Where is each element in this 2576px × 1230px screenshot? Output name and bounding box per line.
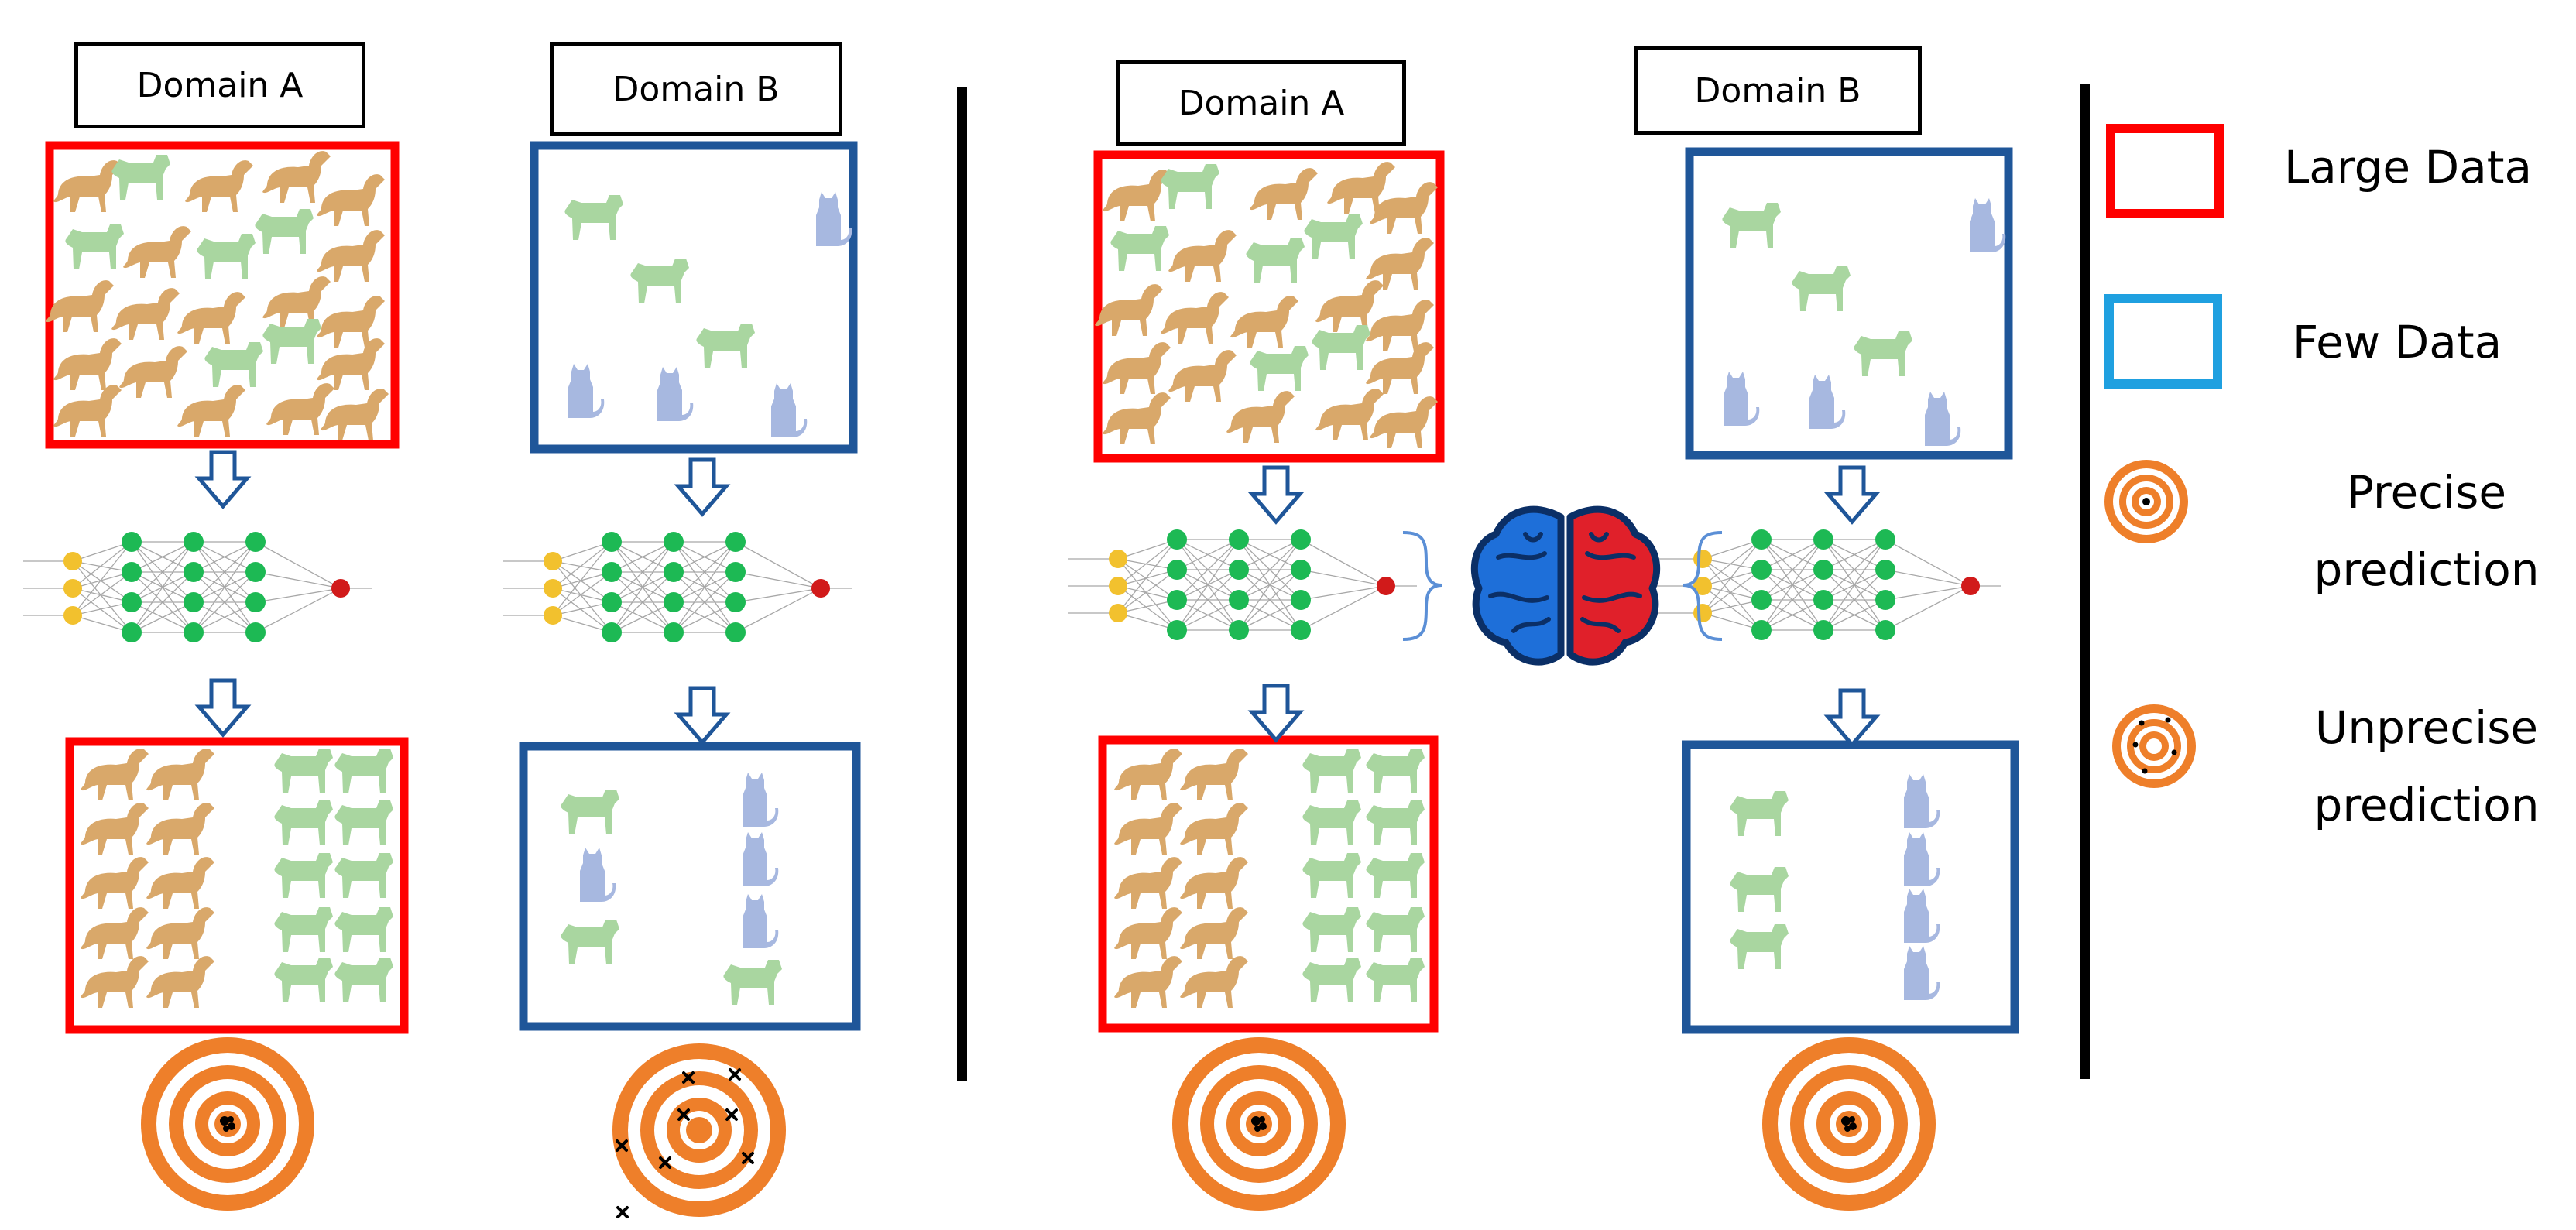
precise-target-right-b: [1762, 1037, 1936, 1211]
precise-target-left-a: [141, 1037, 314, 1211]
legend-large-data-swatch: [2106, 124, 2224, 218]
target-icons: [141, 1037, 1936, 1218]
legend-few-data-label: Few Data: [2292, 316, 2502, 368]
precise-target-right-a: [1172, 1037, 1346, 1211]
legend-precise-line2: prediction: [2314, 543, 2540, 596]
divider-right: [2080, 84, 2090, 1079]
legend-precise-target-icon: [2104, 460, 2188, 543]
brace-icons: [1402, 531, 1723, 641]
legend-precise-label: Precise prediction: [2279, 454, 2574, 608]
neural-network-icons: [22, 529, 2002, 643]
brain-icon: [1470, 505, 1661, 666]
unprecise-target-left-b: [612, 1043, 786, 1218]
legend-unprecise-line1: Unprecise: [2314, 701, 2539, 754]
left-b-output-box: [519, 742, 861, 1031]
legend-few-data-swatch: [2104, 294, 2222, 389]
legend-precise-line1: Precise: [2346, 466, 2507, 519]
right-domain-a-label: Domain A: [1116, 60, 1406, 146]
divider-left: [957, 87, 967, 1081]
legend-unprecise-line2: prediction: [2314, 779, 2540, 831]
left-domain-b-label: Domain B: [550, 42, 842, 136]
legend-large-data-label: Large Data: [2283, 141, 2533, 194]
legend-unprecise-label: Unprecise prediction: [2279, 689, 2574, 844]
legend-unprecise-target-icon: [2112, 704, 2196, 788]
right-domain-b-label: Domain B: [1634, 46, 1922, 135]
left-domain-a-label: Domain A: [74, 42, 365, 128]
